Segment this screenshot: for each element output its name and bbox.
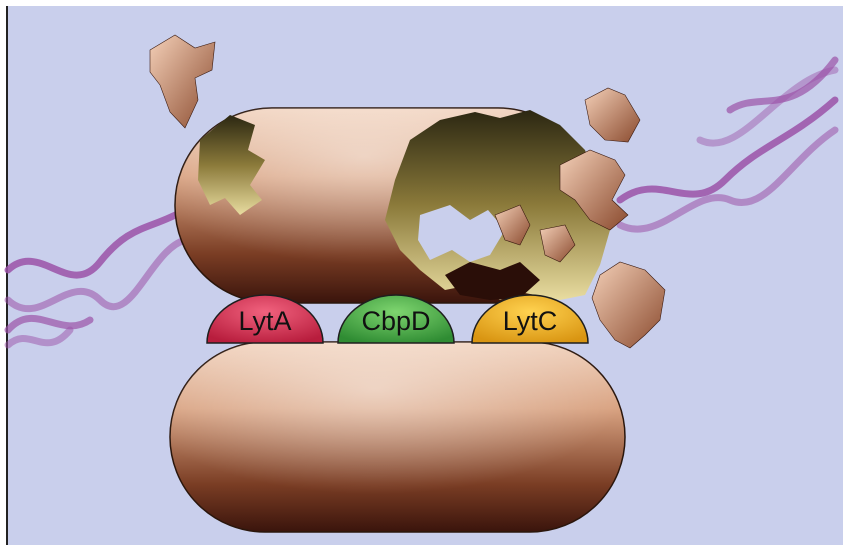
intact-cell xyxy=(170,342,625,532)
lysing-cell xyxy=(175,108,610,303)
protein-label: LytA xyxy=(238,306,291,336)
protein-group: LytA CbpD LytC xyxy=(207,295,588,343)
protein-label: LytC xyxy=(503,306,558,336)
protein-label: CbpD xyxy=(361,306,430,336)
